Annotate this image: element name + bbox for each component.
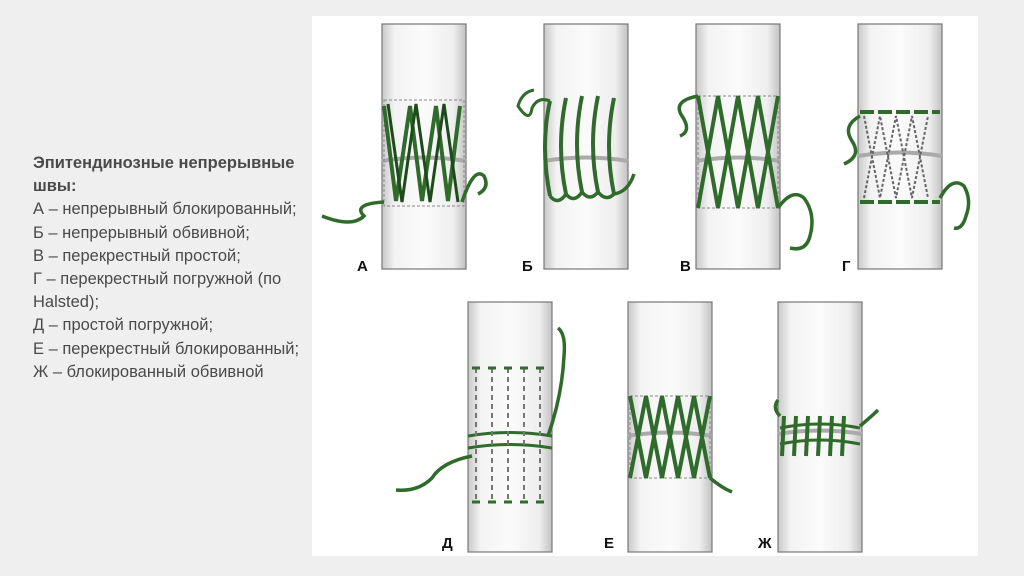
- caption-item-a: А – непрерывный блокированный;: [33, 200, 297, 219]
- panel-v-letter: В: [680, 258, 691, 275]
- panel-a-letter: А: [357, 258, 368, 275]
- suture-illustration: А Б В: [312, 16, 978, 556]
- caption-item-e: Е – перекрестный блокированный;: [33, 339, 300, 358]
- caption-title: Эпитендинозные непрерывные швы:: [33, 154, 295, 196]
- simple-cross-stitch-suture-icon: [677, 23, 814, 270]
- panel-e: Е: [604, 301, 733, 553]
- locked-cross-stitch-suture-icon: [627, 301, 733, 553]
- panel-b-letter: Б: [522, 258, 533, 275]
- caption-item-v: В – перекрестный простой;: [33, 246, 241, 265]
- panel-zh: Ж: [757, 301, 880, 553]
- panel-zh-letter: Ж: [757, 535, 772, 552]
- halsted-buried-cross-suture-icon: [843, 23, 971, 270]
- panel-d: Д: [395, 301, 567, 553]
- figure-caption: Эпитендинозные непрерывные швы: А – непр…: [33, 152, 303, 384]
- caption-item-zh: Ж – блокированный обвивной: [33, 362, 264, 381]
- caption-item-d: Д – простой погружной;: [33, 316, 214, 335]
- locked-continuous-suture-icon: [321, 23, 488, 270]
- caption-item-g: Г – перекрестный погружной (по Halsted);: [33, 270, 282, 312]
- locked-over-and-over-suture-icon: [773, 301, 880, 553]
- panel-a: А: [321, 23, 488, 275]
- panel-d-letter: Д: [442, 535, 453, 552]
- panel-v: В: [677, 23, 814, 275]
- panel-e-letter: Е: [604, 535, 614, 552]
- continuous-over-and-over-suture-icon: [516, 23, 636, 270]
- panel-b: Б: [516, 23, 636, 275]
- caption-item-b: Б – непрерывный обвивной;: [33, 223, 250, 242]
- simple-buried-suture-icon: [395, 301, 567, 553]
- panel-g-letter: Г: [842, 258, 851, 275]
- panel-g: Г: [842, 23, 971, 275]
